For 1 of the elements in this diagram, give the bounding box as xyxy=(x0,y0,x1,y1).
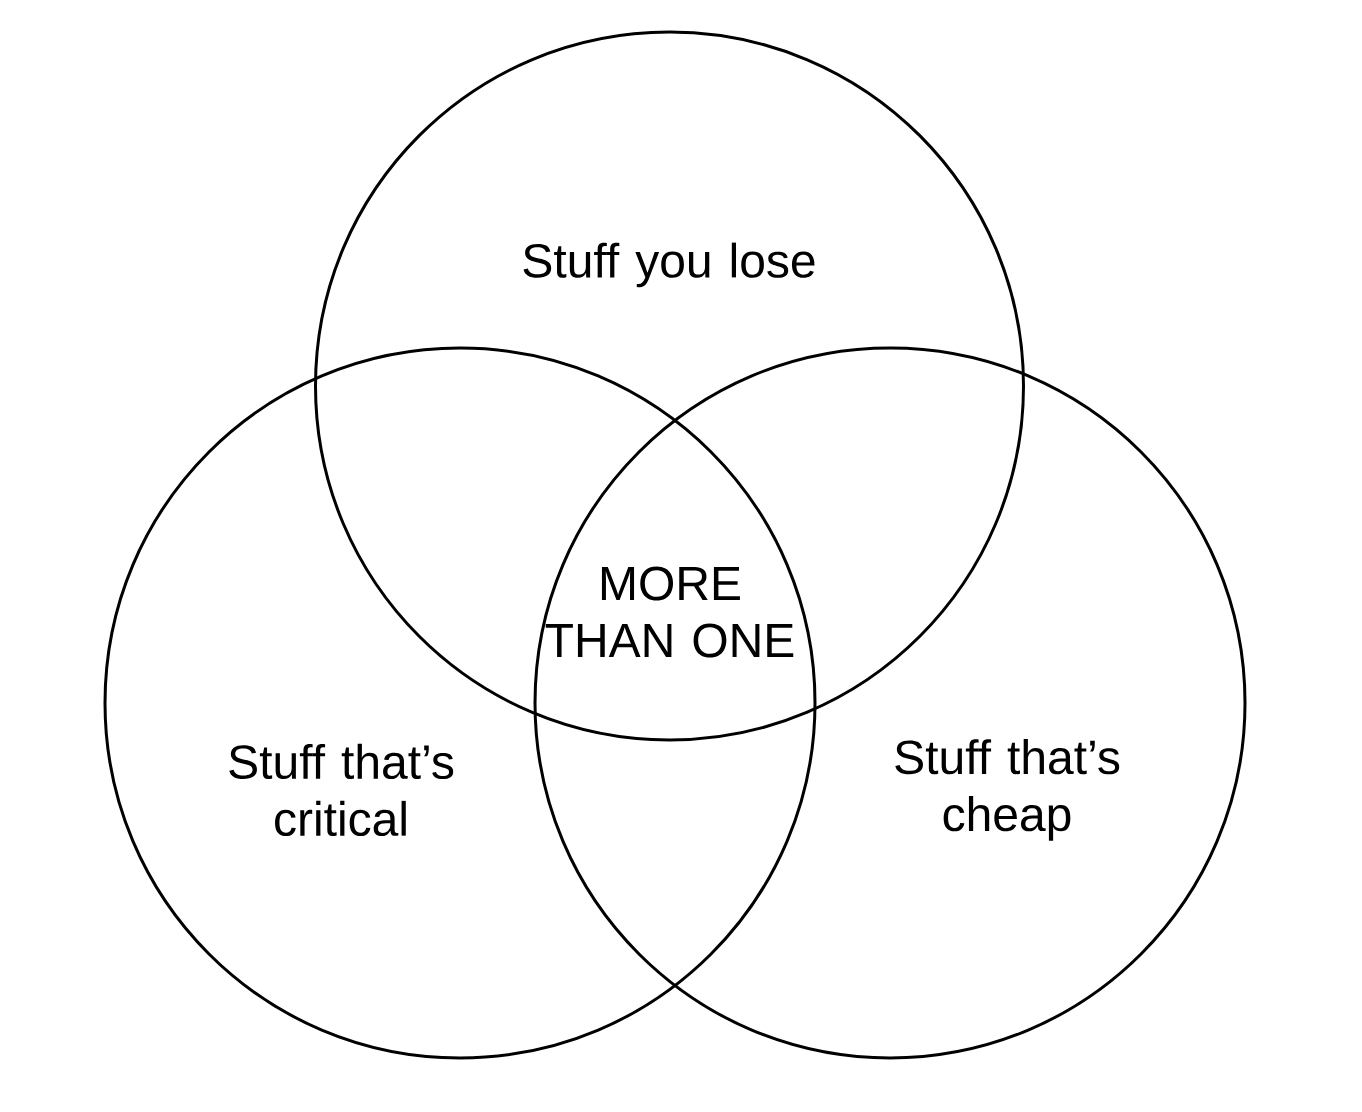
region-label: MORE THAN ONE xyxy=(545,566,794,658)
